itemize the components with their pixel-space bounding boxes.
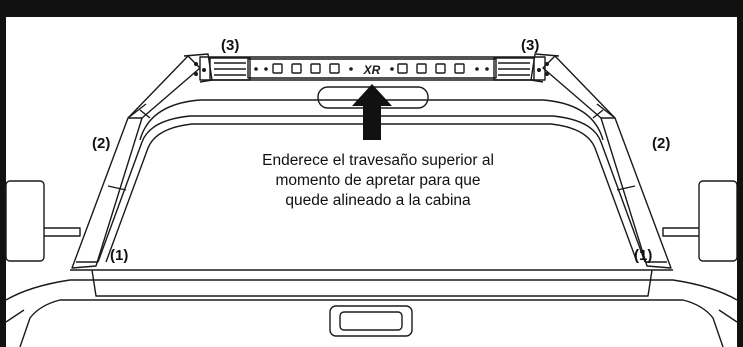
instruction-line-3: quede alineado a la cabina [285,192,471,209]
left-slot-plate [209,57,251,81]
right-mirror [662,180,738,262]
frame-border-right [737,17,743,347]
label-left-lower: (1) [110,247,129,264]
label-left-top: (3) [221,37,240,54]
up-arrow-icon [352,84,392,140]
instruction-text: Enderece el travesaño superior al moment… [230,151,526,211]
instruction-line-1: Enderece el travesaño superior al [262,152,494,169]
right-rack-arm [530,53,672,269]
frame-border-left [0,17,6,347]
left-rack-arm [71,53,213,269]
right-slot-plate [493,57,535,81]
crossbar-logo: XR [363,63,381,77]
label-left-mid: (2) [92,135,111,152]
label-right-top: (3) [521,37,540,54]
left-mirror [5,180,81,262]
bolts [194,62,549,76]
tailgate-handle [329,305,413,337]
top-crossbar [199,56,546,81]
truck-body [5,269,738,347]
instruction-line-2: momento de apretar para que [275,172,481,189]
label-right-lower: (1) [634,247,653,264]
crossbar-slots [272,63,465,74]
header-bar [0,0,743,17]
label-right-mid: (2) [652,135,671,152]
